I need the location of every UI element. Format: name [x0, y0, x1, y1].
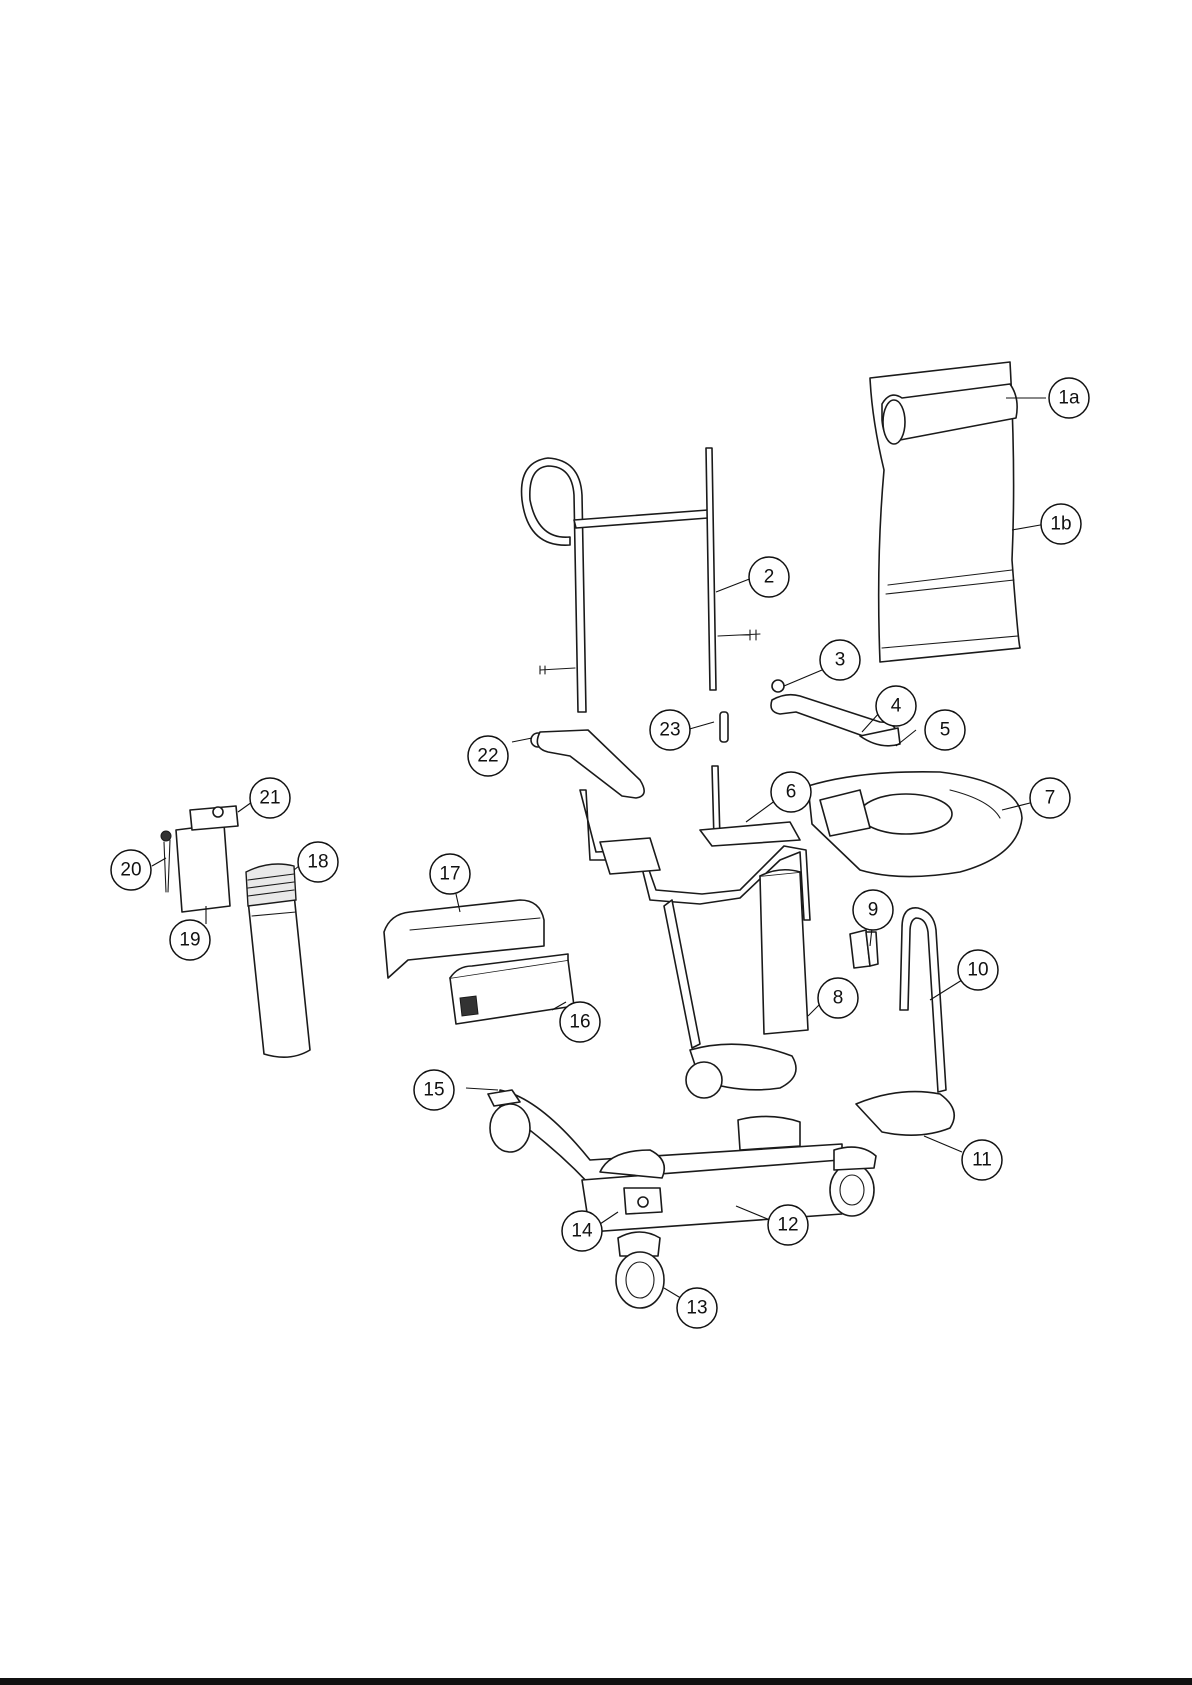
callout-13: 13	[677, 1288, 717, 1328]
callout-label: 14	[571, 1221, 593, 1242]
callout-12: 12	[768, 1205, 808, 1245]
caster-wheel	[616, 1232, 664, 1308]
callout-8: 8	[818, 978, 858, 1018]
battery-box	[450, 954, 574, 1024]
callout-label: 18	[307, 852, 328, 873]
callout-14: 14	[562, 1211, 602, 1251]
actuator-column	[760, 870, 808, 1034]
callout-label: 10	[967, 960, 988, 981]
callout-20: 20	[111, 850, 151, 890]
callout-3: 3	[820, 640, 860, 680]
backrest-cushion	[870, 362, 1020, 662]
callout-label: 13	[686, 1298, 707, 1319]
callout-label: 7	[1045, 788, 1056, 809]
left-armrest	[531, 730, 644, 798]
callout-label: 19	[179, 930, 200, 951]
callout-label: 15	[423, 1080, 444, 1101]
callout-22: 22	[468, 736, 508, 776]
clip-part	[850, 930, 878, 968]
callout-1a: 1a	[1049, 378, 1089, 418]
callout-label: 12	[777, 1215, 798, 1236]
callout-label: 4	[891, 696, 902, 717]
callout-1b: 1b	[1041, 504, 1081, 544]
base-chassis	[500, 1090, 862, 1232]
bracket-part	[624, 1188, 662, 1214]
callout-11: 11	[962, 1140, 1002, 1180]
callout-label: 21	[259, 788, 280, 809]
callout-2: 2	[749, 557, 789, 597]
callout-19: 19	[170, 920, 210, 960]
callout-23: 23	[650, 710, 690, 750]
callout-label: 17	[439, 864, 460, 885]
callout-label: 6	[786, 782, 797, 803]
callout-10: 10	[958, 950, 998, 990]
callout-label: 23	[659, 720, 680, 741]
callout-18: 18	[298, 842, 338, 882]
commode-seat	[808, 772, 1022, 877]
callout-15: 15	[414, 1070, 454, 1110]
callout-7: 7	[1030, 778, 1070, 818]
callout-label: 8	[833, 988, 844, 1009]
callout-9: 9	[853, 890, 893, 930]
callout-label: 16	[569, 1012, 590, 1033]
callout-label: 2	[764, 567, 775, 588]
pin-part	[720, 712, 728, 742]
callout-21: 21	[250, 778, 290, 818]
callout-label: 5	[940, 720, 951, 741]
callout-label: 9	[868, 900, 879, 921]
control-box	[161, 806, 238, 912]
callout-label: 20	[120, 860, 141, 881]
callout-4: 4	[876, 686, 916, 726]
push-handle-frame	[522, 448, 760, 712]
callout-label: 22	[477, 746, 498, 767]
callout-label: 1b	[1050, 514, 1071, 535]
page-bottom-rule	[0, 1678, 1192, 1685]
callout-label: 1a	[1058, 388, 1080, 409]
lift-column	[246, 864, 310, 1057]
callout-16: 16	[560, 1002, 600, 1042]
callout-label: 11	[972, 1150, 992, 1171]
callout-label: 3	[835, 650, 846, 671]
callout-5: 5	[925, 710, 965, 750]
callout-6: 6	[771, 772, 811, 812]
callout-17: 17	[430, 854, 470, 894]
